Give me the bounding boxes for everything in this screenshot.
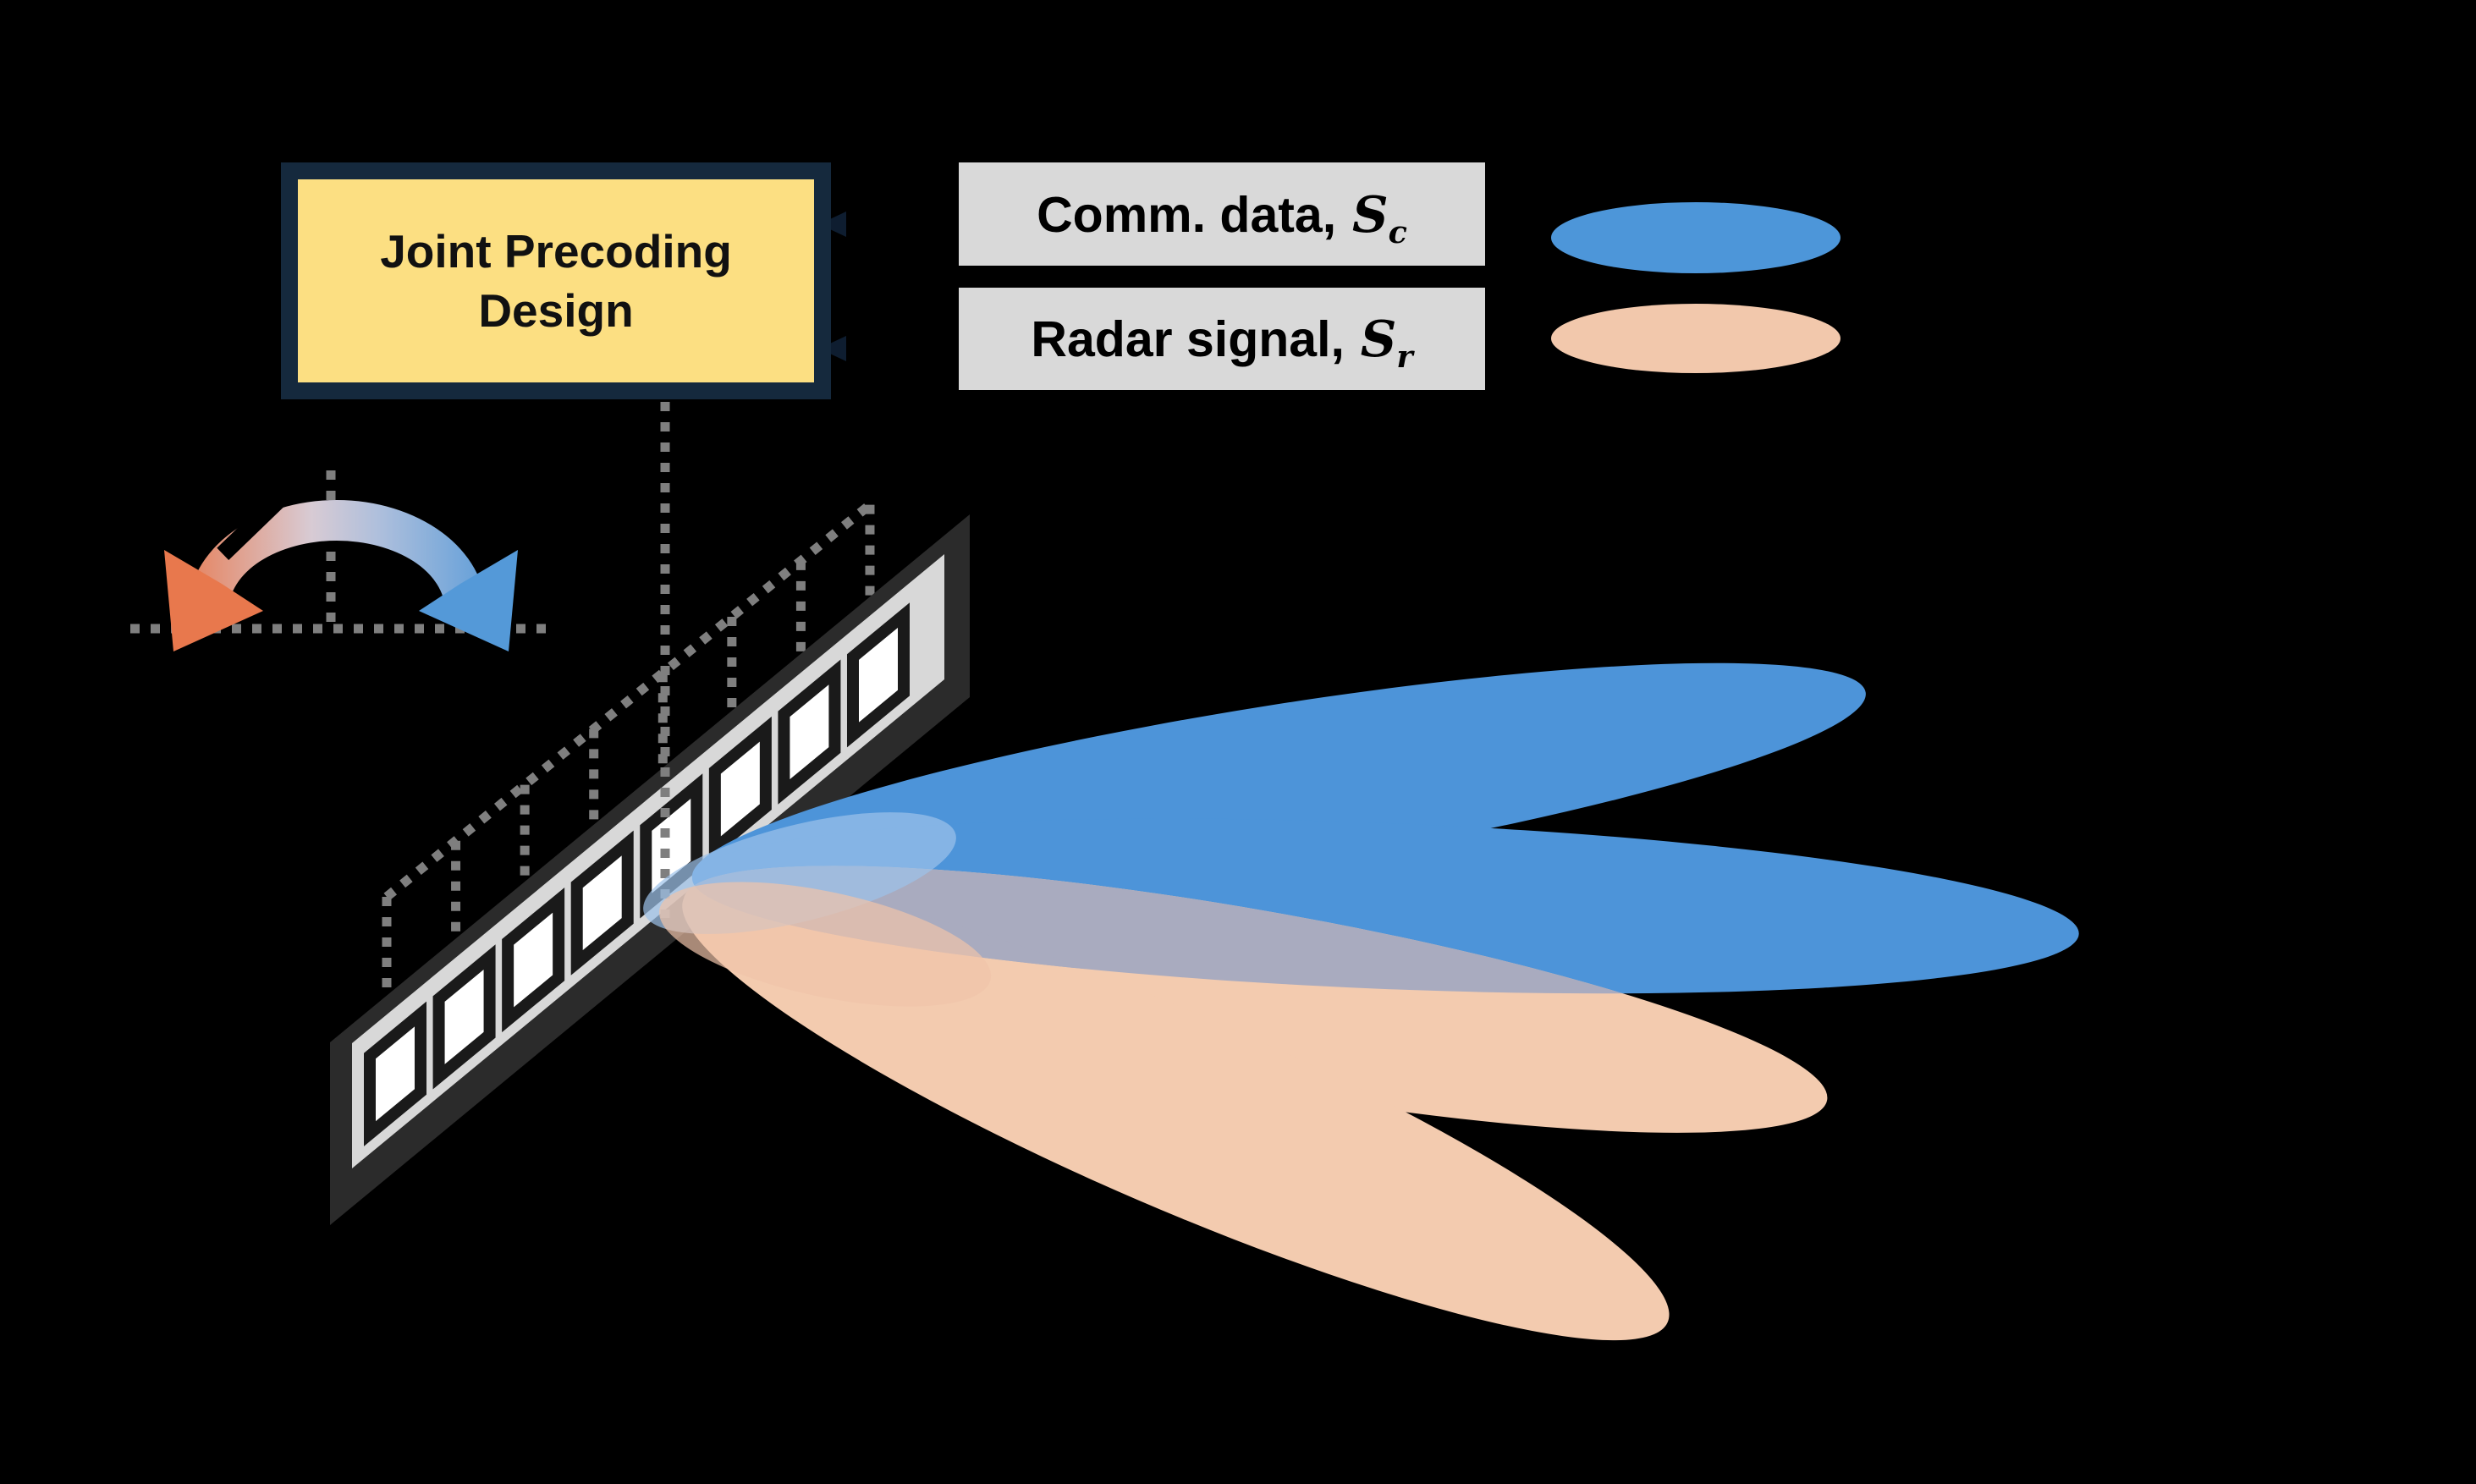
precoding-title-line2: Design bbox=[478, 284, 634, 337]
comm-swatch-ellipse bbox=[1551, 202, 1840, 273]
antenna-element bbox=[846, 602, 910, 748]
sidelobe-layer bbox=[643, 812, 992, 1007]
antenna-element bbox=[570, 830, 634, 976]
phase-front-lines bbox=[382, 499, 875, 996]
antenna-element bbox=[364, 1001, 426, 1146]
antenna-elements bbox=[364, 602, 910, 1146]
legend-comm-box: Comm. data,Sc bbox=[959, 162, 1485, 266]
right-input-arrowhead-1-icon bbox=[819, 212, 846, 237]
antenna-element bbox=[778, 659, 841, 805]
joint-precoding-box: Joint Precoding Design bbox=[281, 162, 831, 399]
steering-arc bbox=[164, 486, 518, 651]
radar-direction-arrowhead-icon bbox=[164, 550, 263, 651]
legend-radar-box: Radar signal,Sr bbox=[959, 288, 1485, 390]
antenna-panel bbox=[330, 514, 970, 1225]
phase-vertical-dotted-lines bbox=[382, 504, 875, 996]
radar-sidelobe bbox=[658, 882, 992, 1007]
radar-swatch-ellipse bbox=[1551, 304, 1840, 373]
phase-diagonal-dotted bbox=[383, 499, 875, 901]
precoding-title-line1: Joint Precoding bbox=[380, 224, 732, 278]
steering-arc-band bbox=[188, 500, 486, 611]
antenna-element bbox=[708, 716, 772, 862]
right-input-arrowhead-2-icon bbox=[819, 336, 846, 361]
legend-comm-label: Comm. data,Sc bbox=[1037, 184, 1407, 250]
comm-direction-arrowhead-icon bbox=[419, 550, 518, 651]
antenna-element bbox=[432, 944, 496, 1090]
antenna-element bbox=[502, 887, 565, 1033]
arc-break-notch bbox=[217, 486, 293, 561]
legend-radar-label: Radar signal,Sr bbox=[1031, 310, 1413, 375]
